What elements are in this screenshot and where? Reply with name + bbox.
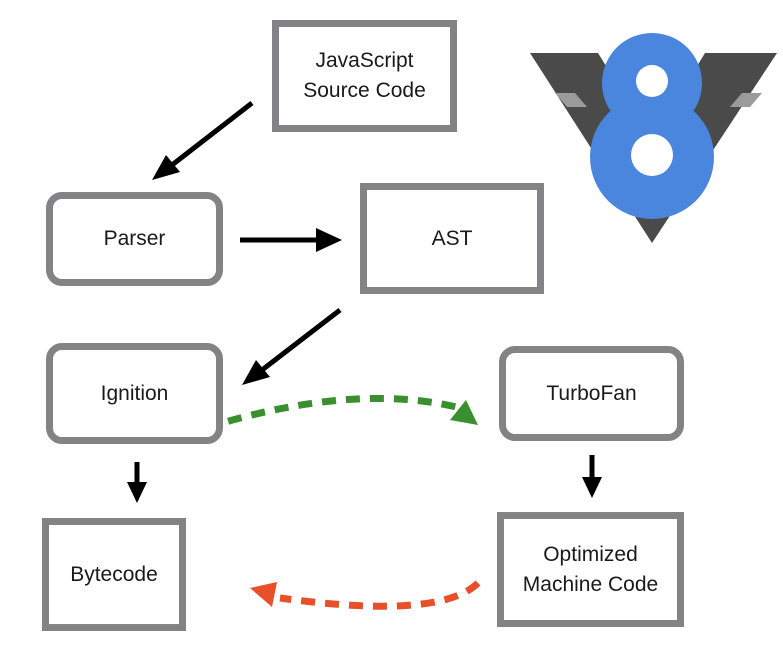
arrow-ignition-to-bytecode	[127, 462, 147, 503]
arrow-turbofan-to-optimized	[582, 455, 602, 498]
node-ignition: Ignition	[46, 343, 223, 444]
arrow-parser-to-ast	[240, 228, 342, 252]
node-label: Bytecode	[70, 562, 158, 586]
node-label: Ignition	[100, 381, 169, 405]
node-label: Parser	[103, 227, 166, 250]
node-label: AST	[431, 226, 473, 250]
arrow-optimize-dashed	[203, 395, 478, 432]
arrow-deoptimize-dashed	[250, 580, 481, 610]
node-label: JavaScript Source Code	[303, 49, 426, 102]
node-label: Optimized Machine Code	[522, 542, 659, 596]
node-turbofan: TurboFan	[499, 346, 684, 441]
node-javascript-source-code: JavaScript Source Code	[272, 20, 457, 132]
node-optimized-machine-code: Optimized Machine Code	[497, 512, 684, 627]
arrow-ast-to-ignition	[242, 308, 342, 385]
node-parser: Parser	[46, 192, 223, 286]
node-label: TurboFan	[546, 381, 637, 405]
arrow-source-to-parser	[152, 101, 254, 180]
v8-logo-icon	[530, 33, 777, 243]
node-bytecode: Bytecode	[42, 518, 186, 631]
node-ast: AST	[360, 183, 544, 294]
